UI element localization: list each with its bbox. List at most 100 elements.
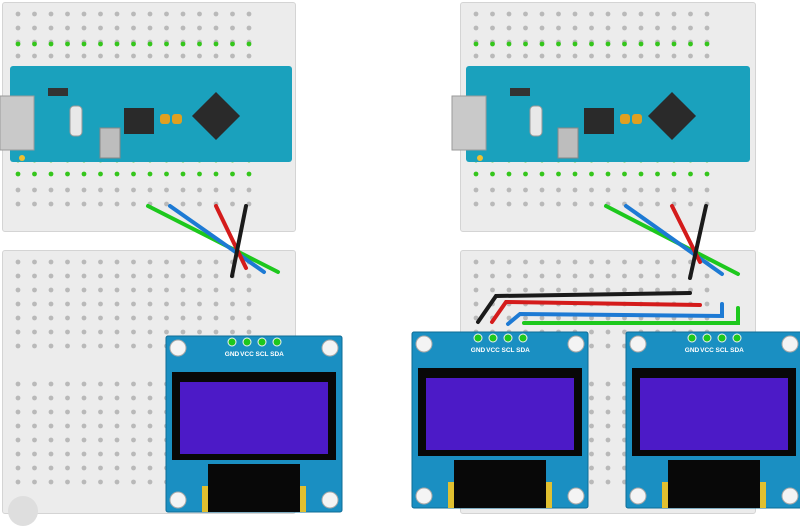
breadboard-hole [246,171,252,177]
breadboard-hole [572,25,578,31]
breadboard-hole [671,25,677,31]
breadboard-hole [65,343,70,349]
oled-pin [503,333,513,343]
breadboard-hole [506,25,512,31]
breadboard-hole [556,41,561,47]
breadboard-hole [638,41,644,47]
breadboard-hole [230,201,235,207]
breadboard-hole [131,201,136,207]
breadboard-hole [589,315,594,321]
breadboard-hole [638,273,644,279]
breadboard-hole [506,11,512,17]
breadboard-hole [704,187,710,193]
breadboard-hole [164,171,169,177]
breadboard-hole [32,171,37,177]
breadboard-hole [556,259,561,265]
breadboard-hole [197,287,202,293]
breadboard-hole [32,201,37,207]
breadboard-hole [147,423,153,429]
breadboard-hole [688,53,693,59]
wire-blue-bus [506,302,724,326]
breadboard-hole [65,259,70,265]
breadboard-hole [114,201,120,207]
gear-icon[interactable] [8,496,38,526]
breadboard-hole [539,41,545,47]
breadboard-hole [197,201,202,207]
breadboard-hole [65,301,70,307]
breadboard-hole [473,259,479,265]
breadboard-hole [539,25,545,31]
usb-chip [584,108,614,134]
breadboard-hole [197,41,202,47]
breadboard-hole [523,259,528,265]
breadboard-hole [65,25,70,31]
breadboard-hole [180,187,186,193]
breadboard-hole [164,41,169,47]
oled-pin-label: GND [225,351,240,358]
breadboard-hole [98,437,103,443]
breadboard-hole [98,329,103,335]
mounting-hole [781,335,799,353]
oled-pin-label: SDA [516,347,530,354]
breadboard-hole [48,287,54,293]
breadboard-hole [638,287,644,293]
breadboard-hole [98,171,103,177]
breadboard-hole [180,53,186,59]
oled-screen [426,378,574,450]
breadboard-hole [197,11,202,17]
capacitor [160,114,170,124]
breadboard-hole [180,273,186,279]
microcontroller-chip [647,91,697,141]
breadboard-hole [32,53,37,59]
breadboard-hole [15,343,21,349]
breadboard-hole [15,329,21,335]
breadboard-hole [213,53,219,59]
breadboard-hole [81,343,87,349]
breadboard-hole [506,259,512,265]
breadboard-hole [622,11,627,17]
breadboard-hole [556,171,561,177]
breadboard-hole [506,187,512,193]
breadboard-hole [230,53,235,59]
breadboard-hole [638,53,644,59]
breadboard-hole [213,259,219,265]
breadboard-hole [490,273,495,279]
breadboard-hole [131,287,136,293]
breadboard-hole [48,343,54,349]
breadboard-hole [65,451,70,457]
breadboard-hole [114,409,120,415]
breadboard-hole [197,259,202,265]
breadboard-hole [572,53,578,59]
breadboard-hole [180,11,186,17]
breadboard-hole [539,187,545,193]
capacitor [172,114,182,124]
oled-pin [488,333,498,343]
breadboard-hole [688,171,693,177]
breadboard-hole [65,53,70,59]
breadboard-hole [230,329,235,335]
breadboard-hole [671,41,677,47]
breadboard-hole [230,315,235,321]
breadboard-hole [473,53,479,59]
breadboard-hole [98,381,103,387]
breadboard-hole [164,287,169,293]
microcontroller-chip [191,91,241,141]
breadboard-hole [48,381,54,387]
breadboard-hole [98,343,103,349]
breadboard-hole [638,11,644,17]
ribbon-tab [300,486,306,512]
breadboard-hole [539,287,545,293]
breadboard-hole [15,381,21,387]
breadboard-hole [230,287,235,293]
breadboard-hole [589,409,594,415]
breadboard-hole [197,171,202,177]
breadboard-hole [32,11,37,17]
mounting-hole [629,487,647,505]
breadboard-hole [589,25,594,31]
breadboard-hole [506,273,512,279]
breadboard-hole [114,437,120,443]
breadboard-hole [131,381,136,387]
breadboard-hole [147,315,153,321]
breadboard-hole [638,201,644,207]
